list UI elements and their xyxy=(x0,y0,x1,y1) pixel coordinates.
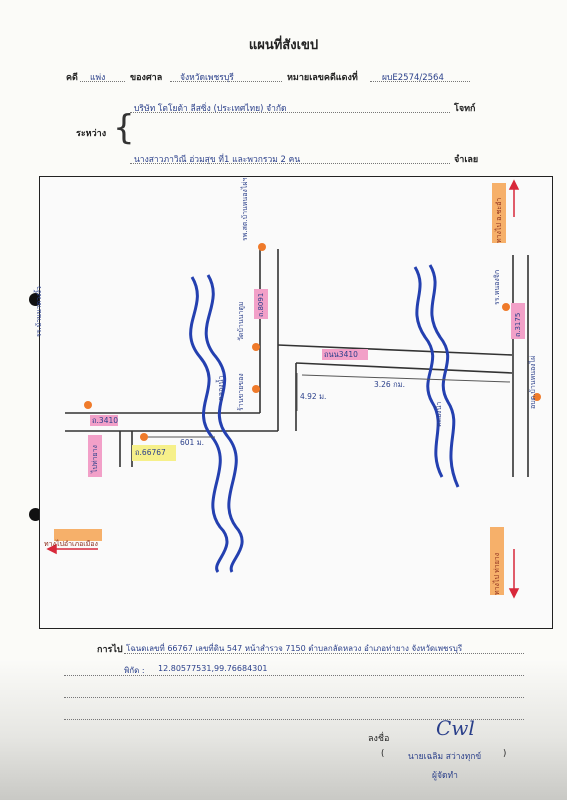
punch-hole-top xyxy=(29,293,42,306)
close-paren: ) xyxy=(503,749,507,759)
court-value: จังหวัดเพชรบุรี xyxy=(180,73,234,83)
defendant-role: จำเลย xyxy=(454,155,479,165)
label-top-right-sign: ทางไป อ.ชะอำ xyxy=(495,197,503,243)
coords-value: 12.80577531,99.76684301 xyxy=(158,664,268,673)
label-left-sign: ทางไปอำเภอเมือง xyxy=(44,540,98,548)
signer-role: ผู้จัดทำ xyxy=(432,771,458,781)
plaintiff-role: โจทก์ xyxy=(454,104,476,114)
brace-glyph: { xyxy=(113,108,135,148)
punch-hole-bottom xyxy=(29,508,42,521)
label-health-center: รพ.สต.บ้านหนองไผ่ฯ xyxy=(241,177,249,241)
label-office: อบต.บ้านหนองไผ่ xyxy=(529,355,537,409)
map-drawing xyxy=(46,179,541,599)
label-road-3175: ถ.3175 xyxy=(514,312,522,337)
label-road-3410-mid: ถนน3410 xyxy=(324,350,358,359)
label-shop: ร้านขายของ xyxy=(237,373,245,411)
page-title: แผนที่สังเขป xyxy=(248,38,319,53)
sketch-map: ถ.3410 ถนน3410 ถ.66767 601 ม. 4.92 ม. 3.… xyxy=(35,176,553,629)
defendant-name: นางสาวภาวิณี อ่วมสุข ที่1 และพวกรวม 2 คน xyxy=(134,155,301,165)
court-label: ของศาล xyxy=(130,73,163,83)
paper-stain xyxy=(0,660,567,800)
signer-name: นายเฉลิม สว่างทุกข์ xyxy=(408,752,482,762)
route-text: โฉนดเลขที่ 66767 เลขที่ดิน 547 หน้าสำรวจ… xyxy=(126,644,463,653)
red-no-label: หมายเลขคดีแดงที่ xyxy=(287,73,358,83)
plaintiff-name: บริษัท โตโยต้า ลีสซิ่ง (ประเทศไทย) จำกัด xyxy=(134,104,287,114)
label-temple: วัดบ้านนาตูม xyxy=(237,301,245,341)
route-label: การไป xyxy=(97,645,123,655)
red-no-value: ผบE2574/2564 xyxy=(382,73,444,83)
label-canal-left: คลองน้ำ xyxy=(217,375,225,401)
case-label: คดี xyxy=(66,73,78,83)
coords-label: พิกัด : xyxy=(124,666,145,675)
label-school-left: รร.บ้านนาดวงงิ้ว xyxy=(35,286,43,337)
label-dist-492: 4.92 ม. xyxy=(300,392,327,401)
label-bottom-right-sign: ทางไป ท่ายาง xyxy=(493,552,501,595)
label-dist-326: 3.26 กม. xyxy=(374,380,405,389)
label-left-box: ไปท่ายาง xyxy=(91,445,99,473)
sign-label: ลงชื่อ xyxy=(368,734,390,744)
label-canal-right: คลองน้ำ xyxy=(435,401,443,427)
label-road-code: ถ.66767 xyxy=(135,448,166,457)
label-dist-601: 601 ม. xyxy=(180,438,205,447)
between-label: ระหว่าง xyxy=(76,129,107,139)
open-paren: ( xyxy=(381,749,385,759)
label-road-no: ถ.8091 xyxy=(257,292,265,317)
case-type: แพ่ง xyxy=(90,73,106,83)
label-road-3410-left: ถ.3410 xyxy=(92,416,119,425)
label-school-right: รร.หนองจิก xyxy=(493,269,501,305)
signature-mark: Cwl xyxy=(436,716,475,740)
